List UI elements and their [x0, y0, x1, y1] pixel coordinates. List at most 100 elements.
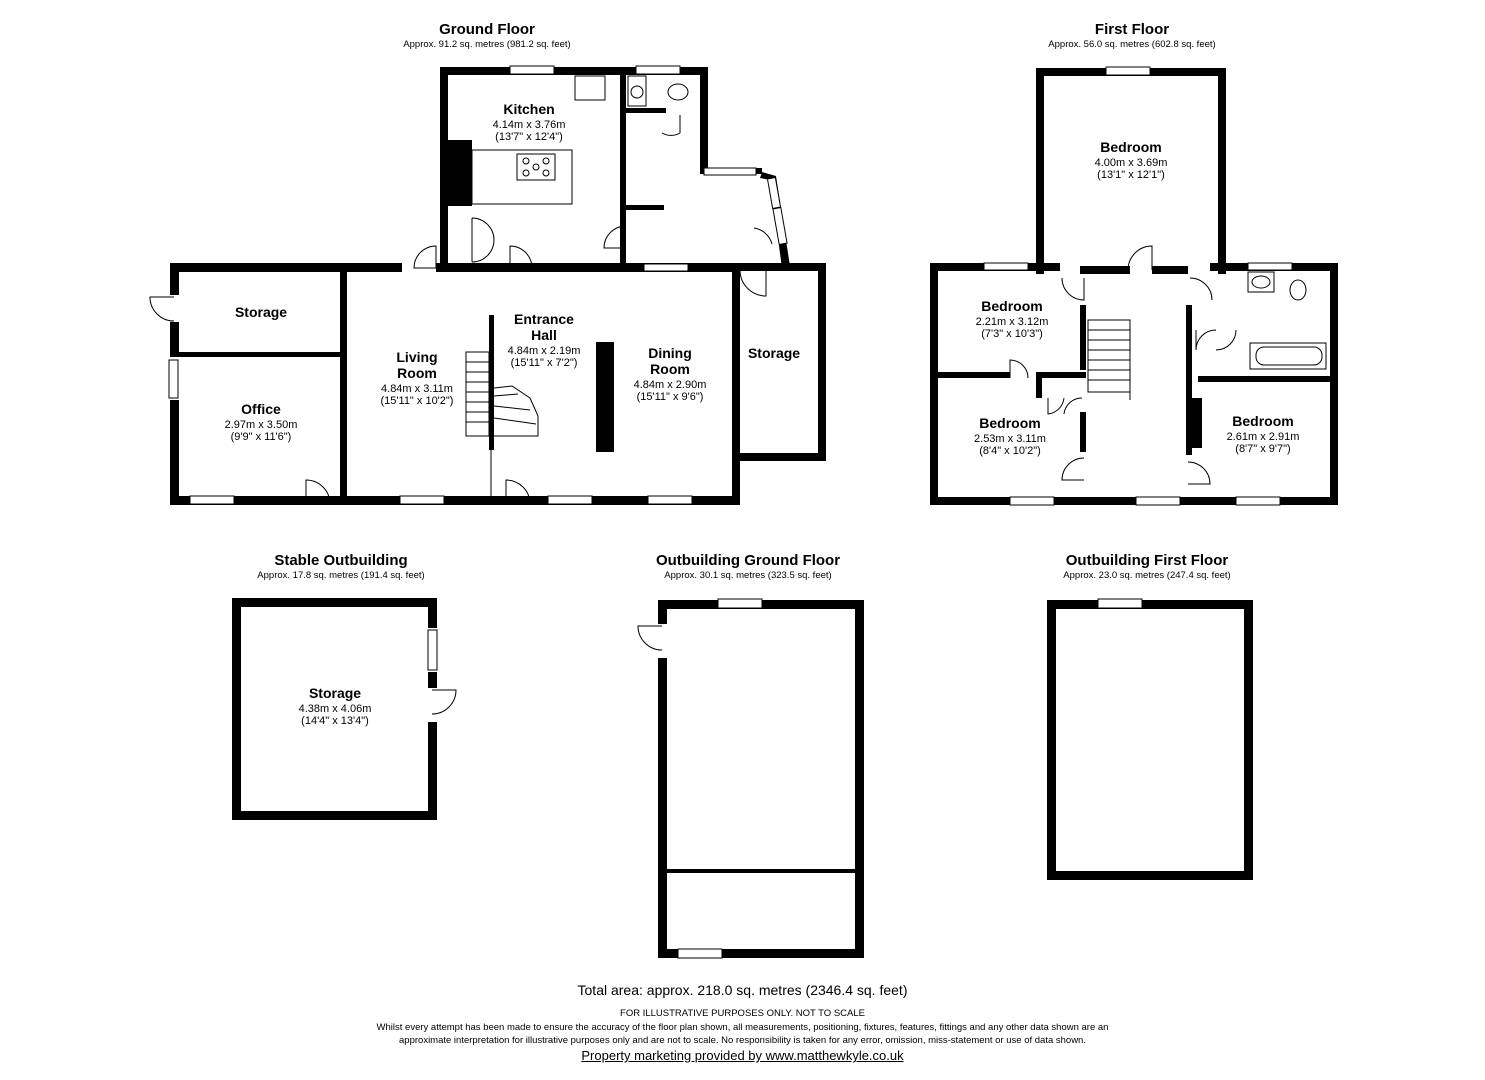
door-swing	[637, 625, 663, 651]
window	[1235, 496, 1281, 506]
window	[399, 495, 445, 505]
wall	[1080, 266, 1130, 274]
stair-run	[1087, 319, 1131, 393]
cupboard-door	[1047, 397, 1083, 415]
wall	[232, 598, 241, 820]
ground-floor-plan: Ground Floor Approx. 91.2 sq. metres (98…	[149, 21, 826, 505]
wall	[1047, 871, 1253, 880]
hob	[516, 153, 556, 181]
wall	[1080, 412, 1086, 452]
door-swing	[413, 245, 437, 269]
wall	[700, 67, 708, 170]
wall	[170, 263, 402, 272]
window	[1135, 496, 1181, 506]
wc-basin-bowl	[630, 85, 644, 99]
door-swing	[1009, 359, 1029, 379]
hall-label-1: Entrance	[514, 311, 574, 327]
wall	[170, 400, 179, 505]
bedroom-3-imperial: (8'4" x 10'2")	[979, 445, 1041, 457]
stair-treads	[493, 393, 537, 425]
toilet	[1289, 279, 1307, 301]
window	[766, 176, 782, 210]
disclaimer-line-2: approximate interpretation for illustrat…	[399, 1035, 1086, 1046]
first-floor-plan: First Floor Approx. 56.0 sq. metres (602…	[930, 21, 1338, 506]
wall	[440, 67, 708, 75]
window	[547, 495, 593, 505]
wall	[732, 453, 826, 461]
wall	[620, 75, 626, 270]
stair-run	[465, 351, 490, 437]
door-swing	[1061, 457, 1085, 481]
living-label-2: Room	[397, 365, 437, 381]
credit-link[interactable]: Property marketing provided by www.matth…	[581, 1048, 904, 1063]
hall-label-2: Hall	[531, 327, 557, 343]
outbuilding-ground-area: Approx. 30.1 sq. metres (323.5 sq. feet)	[664, 570, 831, 581]
window	[427, 629, 438, 671]
stable-outbuilding-plan: Stable Outbuilding Approx. 17.8 sq. metr…	[232, 552, 457, 820]
ground-floor-title: Ground Floor	[439, 21, 535, 38]
cupboard-door	[471, 217, 495, 263]
bedroom-main-label: Bedroom	[1100, 139, 1161, 155]
storage-label: Storage	[235, 304, 287, 320]
bedroom-main-metric: 4.00m x 3.69m	[1095, 157, 1168, 169]
wall	[667, 869, 855, 873]
stable-area: Approx. 17.8 sq. metres (191.4 sq. feet)	[257, 570, 424, 581]
window	[703, 167, 757, 176]
kitchen-imperial: (13'7" x 12'4")	[495, 131, 563, 143]
wall	[489, 315, 494, 450]
hob-burner	[522, 169, 530, 177]
wall	[232, 811, 437, 820]
wall	[930, 263, 938, 505]
wall	[1047, 600, 1253, 609]
bedroom-4-metric: 2.61m x 2.91m	[1227, 431, 1300, 443]
bedroom-main-imperial: (13'1" x 12'1")	[1097, 169, 1165, 181]
bedroom-2-label: Bedroom	[981, 298, 1042, 314]
wall	[626, 205, 664, 210]
storage-right-label: Storage	[748, 345, 800, 361]
stable-storage-label: Storage	[309, 685, 361, 701]
stable-storage-metric: 4.38m x 4.06m	[299, 703, 372, 715]
window	[983, 262, 1029, 271]
kitchen-sink	[574, 75, 606, 101]
cupboard-door	[1195, 329, 1237, 351]
dining-label-1: Dining	[648, 345, 692, 361]
outbuilding-first-plan: Outbuilding First Floor Approx. 23.0 sq.…	[1047, 552, 1253, 880]
living-imperial: (15'11" x 10'2")	[381, 395, 454, 407]
wall	[170, 263, 179, 295]
door-swing	[1061, 277, 1085, 301]
office-label: Office	[241, 401, 281, 417]
chimney-breast	[596, 342, 614, 452]
hob-burner	[542, 169, 550, 177]
wall	[1198, 376, 1338, 382]
door-swing	[603, 225, 627, 249]
chimney-breast	[448, 140, 472, 206]
wall	[732, 263, 740, 505]
hob-burner	[542, 157, 550, 165]
wall	[658, 600, 667, 624]
bedroom-3-label: Bedroom	[979, 415, 1040, 431]
stable-title: Stable Outbuilding	[274, 552, 407, 569]
ground-floor-area: Approx. 91.2 sq. metres (981.2 sq. feet)	[403, 39, 570, 50]
door-swing	[431, 689, 457, 715]
wall	[1190, 398, 1202, 448]
wall	[179, 352, 344, 357]
wall	[1036, 372, 1086, 378]
bedroom-4-label: Bedroom	[1232, 413, 1293, 429]
bedroom-2-metric: 2.21m x 3.12m	[976, 316, 1049, 328]
window	[772, 206, 788, 246]
living-metric: 4.84m x 3.11m	[381, 383, 453, 395]
wall	[1080, 305, 1086, 370]
wall	[1186, 305, 1192, 455]
bedroom-4-imperial: (8'7" x 9'7")	[1235, 443, 1290, 455]
window	[1097, 598, 1143, 609]
total-area: Total area: approx. 218.0 sq. metres (23…	[577, 982, 908, 998]
wall	[1036, 372, 1042, 398]
bedroom-3-metric: 2.53m x 3.11m	[974, 433, 1046, 445]
wall	[1244, 600, 1253, 880]
stair-treads	[466, 361, 489, 423]
window	[643, 263, 689, 272]
window	[1105, 66, 1151, 76]
door-swing	[739, 269, 767, 297]
outbuilding-ground-title: Outbuilding Ground Floor	[656, 552, 840, 569]
